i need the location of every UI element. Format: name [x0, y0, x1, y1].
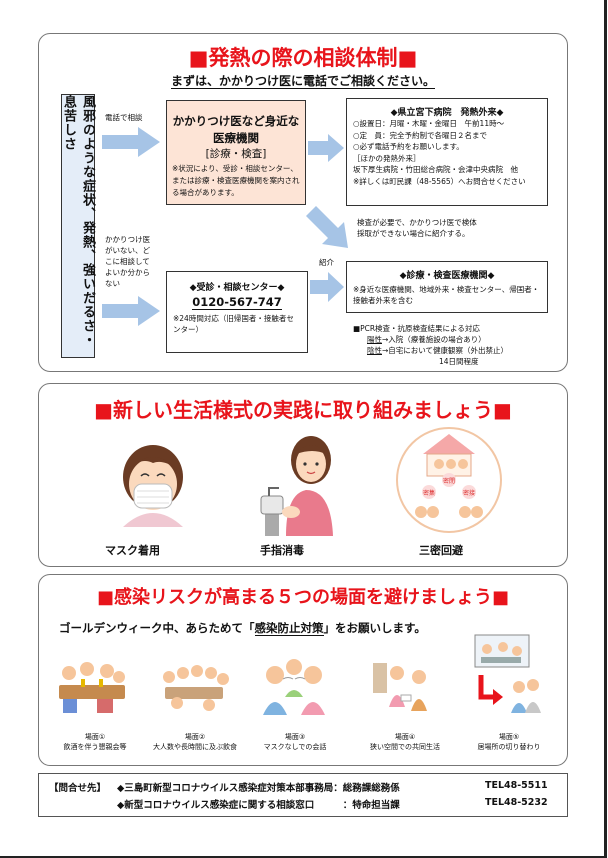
arrow-to-institution-icon [310, 272, 344, 302]
scene2-illustration [163, 665, 229, 711]
clinic-note: ※状況により、受診・相談センター、または診療・検査医療機関を案内される場合があり… [172, 164, 300, 197]
mask-person-illustration [123, 445, 183, 527]
arrow-to-clinic-icon [102, 127, 160, 157]
lifestyle-title: ■新しい生活様式の実践に取り組みましょう■ [94, 398, 512, 422]
phone-label: 電話で相談 [105, 113, 143, 122]
hospital-line: ［ほかの発熱外来］ [353, 153, 421, 163]
institution-title: ◆診療・検査医療機関◆ [399, 271, 495, 281]
hospital-box: ◆県立宮下病院 発熱外来◆ ○設置日：月曜・木曜・金曜日 午前11時～ ○定 員… [346, 98, 548, 206]
hand-sanitizer-illustration [260, 436, 333, 536]
scene4-illustration [373, 663, 427, 711]
intro-label: 紹介 [319, 258, 334, 267]
symptoms-box: 風邪のような症状、発熱、強いだるさ・息苦しさ [61, 94, 95, 358]
caption-sanitize: 手指消毒 [260, 544, 304, 557]
clinic-box: かかりつけ医など身近な 医療機関 [診療・検査] ※状況により、受診・相談センタ… [166, 100, 306, 205]
three-cs-word: 密閉 [443, 477, 455, 485]
contact-row2-tel: TEL48-5232 [485, 797, 548, 808]
clinic-bracket: [診療・検査] [205, 148, 267, 160]
contact-row1-tel: TEL48-5511 [485, 780, 548, 791]
arrow-to-center-icon [102, 296, 160, 326]
three-cs-word: 密集 [423, 489, 435, 497]
caption-mask: マスク着用 [105, 544, 160, 557]
caption-three-cs: 三密回避 [419, 544, 463, 557]
risk-title: ■感染リスクが高まる５つの場面を避けましょう■ [96, 587, 509, 608]
hospital-line: ※詳しくは町民課（48-5565）へお問合せください [353, 176, 526, 186]
arrow-to-hospital-icon [308, 134, 344, 162]
pcr-result-block: ■PCR検査・抗原検査結果による対応 陽性→入院（療養施設の場合あり） 陰性→自… [353, 324, 509, 366]
consult-title: ■発熱の際の相談体制■ [188, 46, 418, 70]
clinic-title: かかりつけ医など身近な 医療機関 [172, 114, 300, 145]
no-doctor-label: かかりつけ医 がいない、ど こに相談して よいか分から ない [105, 235, 151, 288]
center-note: ※24時間対応（旧帰国者・接触者センター） [173, 314, 294, 334]
contact-row2-org: ◆新型コロナウイルス感染症に関する相談窓口 ：特命担当課 [117, 800, 400, 811]
contact-box: 【問合せ先】 ◆三島町新型コロナウイルス感染症対策本部事務局：総務課総務係 TE… [38, 773, 568, 817]
hospital-line: ○設置日：月曜・木曜・金曜日 午前11時～ [353, 119, 505, 128]
hospital-line: 坂下厚生病院・竹田総合病院・会津中央病院 他 [353, 165, 518, 174]
center-phone: 0120-567-747 [192, 295, 282, 310]
contact-head: 【問合せ先】 [49, 783, 107, 794]
arrow-diagonal-icon [306, 206, 348, 248]
consultation-panel: ■発熱の際の相談体制■ まずは、かかりつけ医に電話でご相談ください。 風邪のよう… [38, 33, 568, 372]
institution-note: ※身近な医療機関、地域外来・検査センター、帰国者・接触者外来を含む [353, 285, 540, 305]
three-cs-illustration: 密閉 密集 密接 [396, 427, 502, 533]
golden-week-lead: ゴールデンウィーク中、あらためて「感染防止対策」をお願いします。 [59, 621, 426, 636]
lifestyle-panel: ■新しい生活様式の実践に取り組みましょう■ マスク着用 手指消毒 [38, 383, 568, 567]
scene3-illustration [263, 659, 325, 715]
consult-center-box: ◆受診・相談センター◆ 0120-567-747 ※24時間対応（旧帰国者・接触… [166, 271, 308, 353]
institution-box: ◆診療・検査医療機関◆ ※身近な医療機関、地域外来・検査センター、帰国者・接触者… [346, 261, 548, 313]
scene5-illustration [474, 634, 541, 713]
consult-subtitle: まずは、かかりつけ医に電話でご相談ください。 [170, 74, 436, 89]
risk-scenes-panel: ■感染リスクが高まる５つの場面を避けましょう■ ゴールデンウィーク中、あらためて… [38, 574, 568, 766]
hospital-line: ○定 員：完全予約制で各曜日２名まで [353, 130, 488, 140]
exam-needed-label: 検査が必要で、かかりつけ医で検体 採取ができない場合に紹介する。 [357, 218, 477, 238]
three-cs-word: 密接 [463, 489, 475, 497]
center-title: ◆受診・相談センター◆ [189, 283, 285, 293]
scene1-illustration [59, 662, 125, 713]
hospital-line: ○必ず電話予約をお願いします。 [353, 142, 464, 151]
contact-row1-org: ◆三島町新型コロナウイルス感染症対策本部事務局：総務課総務係 [117, 783, 400, 794]
hospital-title: ◆県立宮下病院 発熱外来◆ [390, 108, 504, 118]
